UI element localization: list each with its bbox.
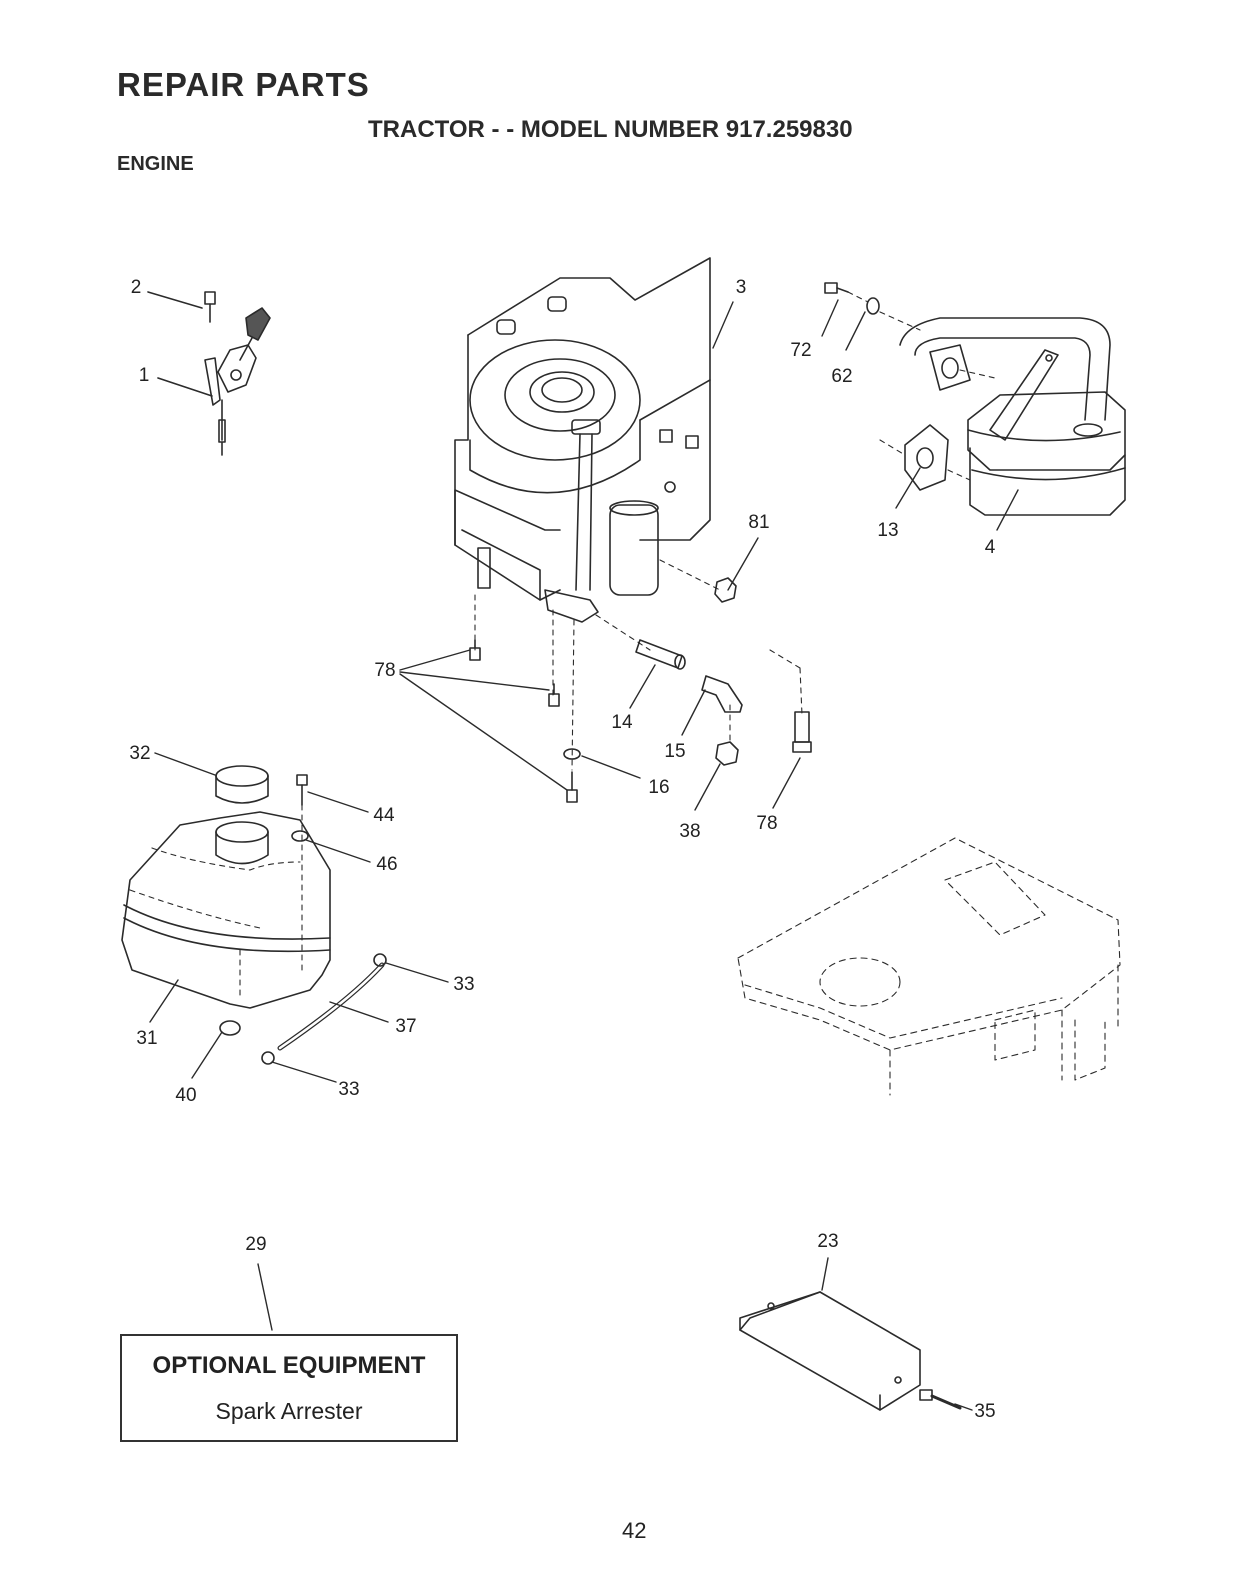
callout-78-right: 78 xyxy=(756,813,777,835)
callout-35: 35 xyxy=(974,1401,995,1423)
callout-2: 2 xyxy=(131,277,142,299)
optional-equipment-item: Spark Arrester xyxy=(122,1398,456,1425)
engine-alignment-lines xyxy=(475,560,802,770)
callout-44: 44 xyxy=(373,805,394,827)
throttle-control-drawing xyxy=(148,292,270,455)
callout-72: 72 xyxy=(790,340,811,362)
leader-lines xyxy=(150,300,1018,1410)
callout-46: 46 xyxy=(376,854,397,876)
callout-1: 1 xyxy=(139,365,150,387)
callout-14: 14 xyxy=(611,712,632,734)
callout-32: 32 xyxy=(129,743,150,765)
engine-drawing xyxy=(455,258,710,622)
callout-33-lower: 33 xyxy=(338,1079,359,1101)
muffler-drawing xyxy=(825,283,1125,515)
callout-15: 15 xyxy=(664,741,685,763)
callout-16: 16 xyxy=(648,777,669,799)
callout-33-upper: 33 xyxy=(453,974,474,996)
muffler-alignment-lines xyxy=(848,292,995,480)
fuel-tank-drawing xyxy=(122,766,386,1064)
callout-29: 29 xyxy=(245,1234,266,1256)
callout-62: 62 xyxy=(831,366,852,388)
page-number: 42 xyxy=(622,1518,646,1544)
optional-equipment-box: OPTIONAL EQUIPMENT Spark Arrester xyxy=(120,1334,458,1442)
callout-38: 38 xyxy=(679,821,700,843)
heat-shield-drawing xyxy=(740,1292,960,1410)
callout-13: 13 xyxy=(877,520,898,542)
callout-31: 31 xyxy=(136,1028,157,1050)
callout-23: 23 xyxy=(817,1231,838,1253)
optional-equipment-heading: OPTIONAL EQUIPMENT xyxy=(122,1352,456,1380)
callout-4: 4 xyxy=(985,537,996,559)
callout-40: 40 xyxy=(175,1085,196,1107)
callout-3: 3 xyxy=(736,277,747,299)
callout-81: 81 xyxy=(748,512,769,534)
callout-78-left: 78 xyxy=(374,660,395,682)
callout-37: 37 xyxy=(395,1016,416,1038)
frame-drawing xyxy=(738,838,1120,1095)
